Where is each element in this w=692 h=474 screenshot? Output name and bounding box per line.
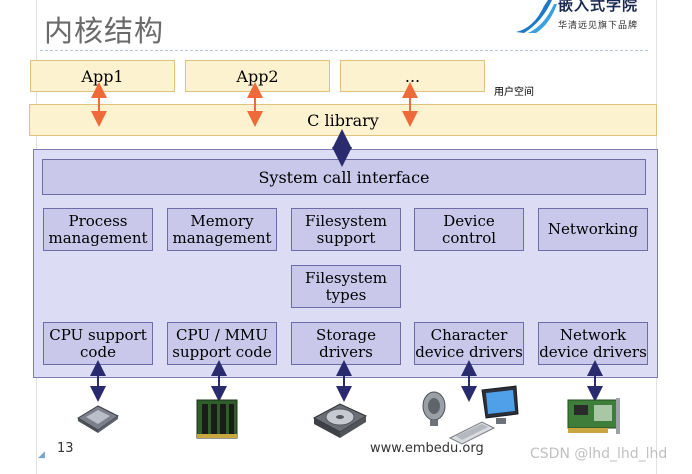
watermark: CSDN @lhd_lhd_lhd: [530, 446, 668, 462]
peripherals-icon: [422, 385, 519, 445]
network-card-icon: [567, 398, 620, 434]
user-space-label: 用户空间: [494, 87, 534, 98]
footer-url: www.embedu.org: [370, 441, 484, 456]
header-divider: [40, 50, 648, 51]
cpu-chip-icon: [77, 405, 119, 433]
logo-mark-icon: [516, 0, 557, 33]
networking-box: Networking: [538, 208, 648, 251]
slide-title: 内核结构: [44, 14, 165, 48]
hard-disk-icon: [312, 403, 368, 438]
page-number: 13: [57, 441, 74, 456]
logo-name: 嵌入式学院: [558, 0, 639, 14]
footer-bullet-icon: ◢: [38, 450, 45, 460]
memory-board-icon: [196, 399, 238, 439]
logo-tagline: 华清远见旗下品牌: [558, 21, 639, 31]
